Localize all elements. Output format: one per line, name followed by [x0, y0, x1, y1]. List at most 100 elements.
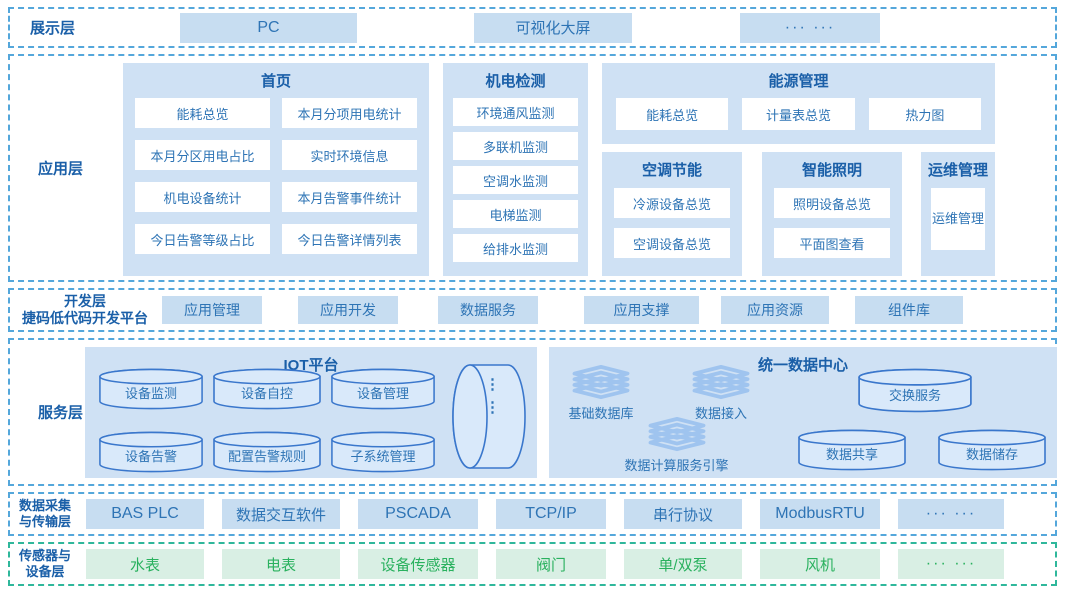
- home-grid: 能耗总览 本月分项用电统计 本月分区用电占比 实时环境信息 机电设备统计 本月告…: [123, 91, 429, 261]
- transport-layer-label-line1: 数据采集: [18, 497, 71, 513]
- iot-cylinder-label: 子系统管理: [350, 449, 416, 464]
- iot-cylinder-subsystem-management: 子系统管理: [330, 431, 436, 473]
- hvac-panel-title: 空调节能: [641, 162, 702, 179]
- lighting-panel-title: 智能照明: [801, 162, 862, 179]
- mechatronics-item: 电梯监测: [453, 200, 578, 228]
- dc-cylinder-label: 数据储存: [965, 447, 1018, 462]
- dc-cylinder-label: 数据共享: [825, 447, 878, 462]
- dc-cylinder-data-sharing: 数据共享: [797, 429, 907, 471]
- database-cylinder-icon: [331, 431, 435, 473]
- application-bottom-row: 空调节能 冷源设备总览 空调设备总览 智能照明 照明设备总览 平面图查看: [602, 152, 995, 276]
- iot-cylinder-device-autocontrol: 设备自控: [212, 368, 322, 410]
- sensor-layer-label-line1: 传感器与: [18, 547, 71, 563]
- sensor-item-device-sensor: 设备传感器: [358, 549, 478, 579]
- energy-item: 计量表总览: [742, 98, 855, 130]
- transport-item-modbus-rtu: ModbusRTU: [760, 499, 880, 529]
- mechatronics-item: 给排水监测: [453, 234, 578, 262]
- horizontal-cylinder-icon: [452, 364, 526, 469]
- iot-cylinder-label: 设备监测: [124, 386, 177, 401]
- dc-cylinder-label: 交换服务: [888, 387, 941, 403]
- sensor-layer: 传感器与 设备层 水表 电表 设备传感器 阀门 单/双泵 风机 ··· ···: [8, 542, 1057, 586]
- iot-cylinder-label: 设备自控: [240, 386, 293, 401]
- energy-list: 能耗总览 计量表总览 热力图: [602, 91, 995, 137]
- ops-item: 运维管理: [931, 188, 985, 250]
- database-cylinder-icon: [858, 368, 972, 413]
- lighting-item: 照明设备总览: [774, 188, 890, 218]
- home-panel-title: 首页: [260, 73, 291, 90]
- iot-cylinder-label: 配置告警规则: [227, 449, 306, 464]
- development-layer-label-line2: 捷码低代码开发平台: [22, 310, 148, 326]
- iot-cylinder-device-management: 设备管理: [330, 368, 436, 410]
- hvac-panel: 空调节能 冷源设备总览 空调设备总览: [602, 152, 742, 276]
- transport-layer: 数据采集 与传输层 BAS PLC 数据交互软件 PSCADA TCP/IP 串…: [8, 492, 1057, 536]
- mechatronics-panel: 机电检测 环境通风监测 多联机监测 空调水监测 电梯监测 给排水监测: [443, 63, 588, 276]
- dev-item-app-development: 应用开发: [298, 296, 398, 324]
- transport-item-tcp-ip: TCP/IP: [496, 499, 606, 529]
- home-item: 能耗总览: [135, 98, 270, 128]
- stack-label: 数据计算服务引擎: [624, 458, 729, 473]
- home-item: 本月分区用电占比: [135, 140, 270, 170]
- hvac-list: 冷源设备总览 空调设备总览: [602, 180, 742, 266]
- display-item-bigscreen: 可视化大屏: [474, 12, 632, 43]
- mechatronics-item: 环境通风监测: [453, 98, 578, 126]
- dc-cylinder-data-storage: 数据储存: [937, 429, 1047, 471]
- service-layer-label: 服务层: [38, 404, 84, 422]
- layer-stack-icon: [648, 417, 705, 452]
- home-item: 本月分项用电统计: [282, 98, 417, 128]
- vertical-dots-icon: ⋮: [485, 376, 500, 393]
- display-item-pc: PC: [180, 12, 357, 43]
- home-item: 实时环境信息: [282, 140, 417, 170]
- sensor-layer-label-line2: 设备层: [25, 564, 65, 579]
- unified-data-center-title: 统一数据中心: [757, 357, 848, 374]
- stack-label: 基础数据库: [568, 406, 634, 421]
- development-layer-label-line1: 开发层: [64, 292, 106, 309]
- stack-compute-engine: 数据计算服务引擎: [604, 417, 749, 474]
- mechatronics-list: 环境通风监测 多联机监测 空调水监测 电梯监测 给排水监测: [443, 91, 588, 269]
- database-cylinder-icon: [213, 368, 321, 410]
- database-cylinder-icon: [213, 431, 321, 473]
- database-cylinder-icon: [798, 429, 906, 471]
- stack-label: 数据接入: [694, 406, 747, 421]
- transport-layer-label: 数据采集 与传输层: [10, 498, 80, 531]
- sensor-item-electric-meter: 电表: [222, 549, 340, 579]
- application-content: 首页 能耗总览 本月分项用电统计 本月分区用电占比 实时环境信息 机电设备统计 …: [123, 63, 995, 276]
- iot-cylinder-device-alarm: 设备告警: [98, 431, 204, 473]
- transport-item-serial-protocol: 串行协议: [624, 499, 742, 529]
- transport-item-pscada: PSCADA: [358, 499, 478, 529]
- hvac-item: 空调设备总览: [614, 228, 730, 258]
- transport-item-bas-plc: BAS PLC: [86, 499, 204, 529]
- sensor-item-fan: 风机: [760, 549, 880, 579]
- iot-platform-panel: IOT平台 设备监测 设备自控 设备管理: [85, 347, 537, 478]
- home-item: 机电设备统计: [135, 182, 270, 212]
- ops-panel: 运维管理 运维管理: [921, 152, 995, 276]
- development-layer-label: 开发层 捷码低代码开发平台: [10, 293, 160, 328]
- mechatronics-item: 空调水监测: [453, 166, 578, 194]
- application-right-column: 能源管理 能耗总览 计量表总览 热力图 空调节能 冷源设备总览 空调设备总览: [602, 63, 995, 276]
- dev-item-app-management: 应用管理: [162, 296, 262, 324]
- database-cylinder-icon: [938, 429, 1046, 471]
- sensor-item-ellipsis: ··· ···: [898, 549, 1004, 579]
- lighting-panel: 智能照明 照明设备总览 平面图查看: [762, 152, 902, 276]
- home-item: 今日告警详情列表: [282, 224, 417, 254]
- energy-panel-title: 能源管理: [768, 73, 829, 90]
- energy-item: 能耗总览: [616, 98, 729, 130]
- dc-cylinder-exchange-service: 交换服务: [857, 368, 973, 413]
- display-item-ellipsis: ··· ···: [740, 12, 880, 43]
- iot-platform-title: IOT平台: [283, 357, 339, 374]
- energy-panel: 能源管理 能耗总览 计量表总览 热力图: [602, 63, 995, 144]
- application-layer: 应用层 首页 能耗总览 本月分项用电统计 本月分区用电占比 实时环境信息 机电设…: [8, 54, 1057, 282]
- display-layer: 展示层 PC 可视化大屏 ··· ···: [8, 7, 1057, 48]
- dev-item-app-resources: 应用资源: [721, 296, 829, 324]
- dev-item-app-support: 应用支撑: [584, 296, 699, 324]
- layer-stack-icon: [572, 365, 630, 400]
- service-layer: 服务层 IOT平台 设备监测 设备自控: [8, 338, 1057, 486]
- home-item: 本月告警事件统计: [282, 182, 417, 212]
- more-items-dots: ⋮ ⋮: [485, 377, 500, 415]
- vertical-dots-icon: ⋮: [485, 399, 500, 416]
- display-layer-label: 展示层: [30, 20, 76, 37]
- iot-cylinder-label: 设备管理: [356, 386, 409, 401]
- iot-cylinder-alarm-rules: 配置告警规则: [212, 431, 322, 473]
- lighting-item: 平面图查看: [774, 228, 890, 258]
- energy-item: 热力图: [868, 98, 981, 130]
